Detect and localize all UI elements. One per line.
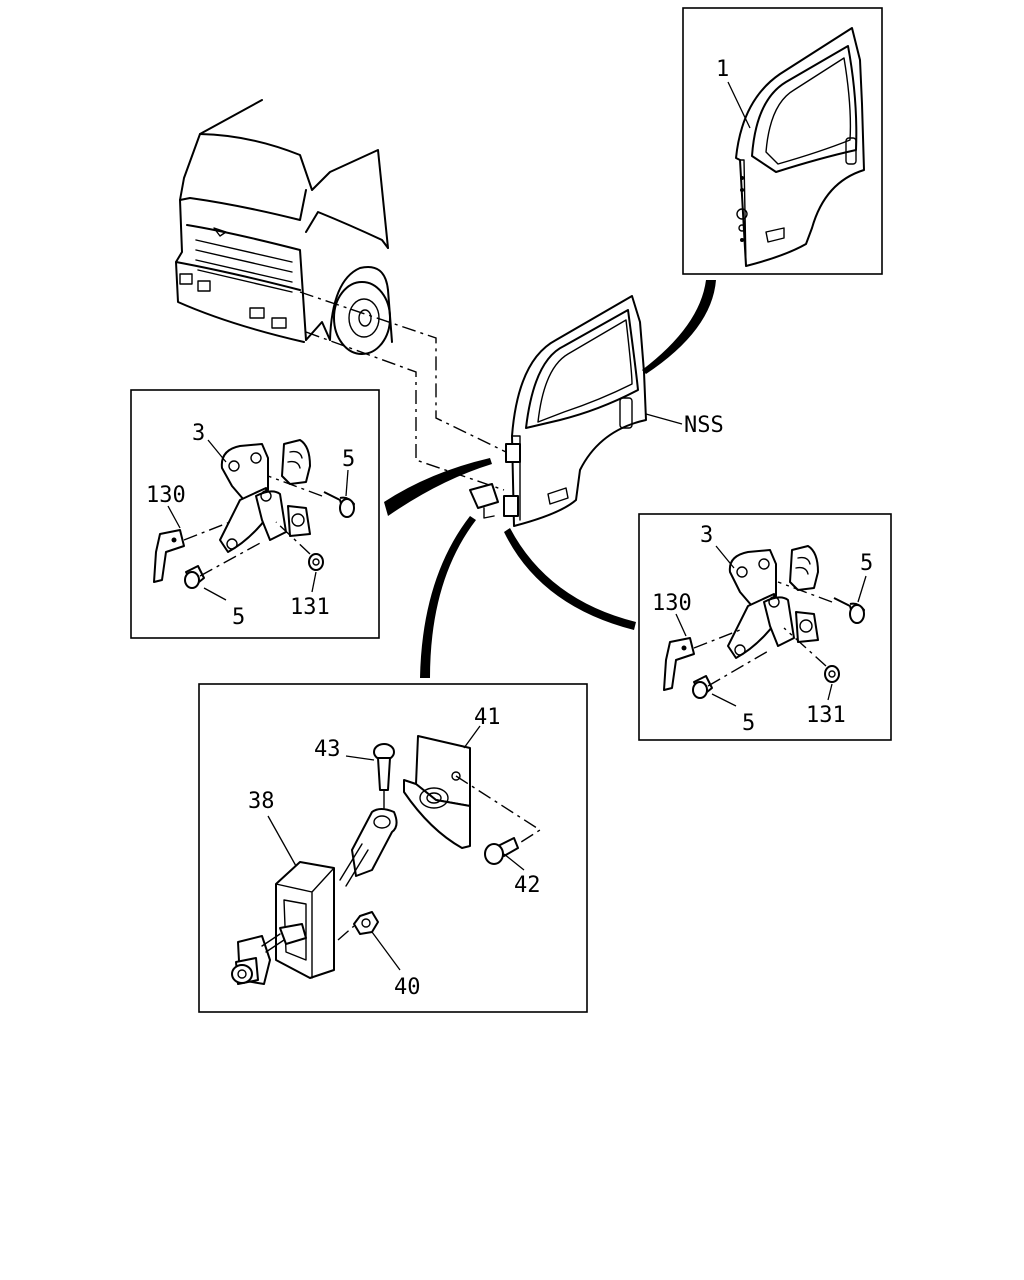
door-nss-illustration (469, 295, 647, 527)
leader-upper-bolt-5b (203, 587, 227, 601)
label-lower-bolt-5a: 5 (860, 551, 873, 576)
leader-checker-nut-40 (371, 931, 401, 971)
label-upper-bolt-5b: 5 (232, 605, 245, 630)
leader-lower-bolt-5a (857, 575, 867, 603)
leader-lower-washer-131 (827, 683, 833, 701)
leader-upper-hinge-3 (207, 439, 227, 463)
label-checker-bolt-42: 42 (514, 873, 541, 898)
label-lower-bolt-5b: 5 (742, 711, 755, 736)
label-upper-washer-131: 131 (290, 595, 330, 620)
label-upper-hinge-3: 3 (192, 421, 205, 446)
callout-swoosh-upper-hinge (384, 458, 492, 516)
label-lower-hinge-3: 3 (700, 523, 713, 548)
panel-door-assembly (682, 7, 883, 275)
leader-lower-bolt-5b (711, 693, 737, 707)
door-checker-illustration (231, 735, 542, 985)
leader-upper-plate-130 (167, 505, 181, 529)
label-lower-washer-131: 131 (806, 703, 846, 728)
truck-cab-illustration (175, 99, 393, 355)
label-lower-plate-130: 130 (652, 591, 692, 616)
upper-hinge-illustration (153, 439, 355, 589)
leader-door (727, 81, 751, 129)
leader-lower-hinge-3 (715, 545, 735, 569)
label-door: 1 (716, 57, 729, 82)
label-nss: NSS (684, 413, 724, 438)
label-upper-bolt-5a: 5 (342, 447, 355, 472)
label-checker-nut-40: 40 (394, 975, 421, 1000)
label-upper-plate-130: 130 (146, 483, 186, 508)
door-assembly-illustration (735, 27, 865, 267)
callout-swoosh-door (642, 280, 716, 374)
leader-checker-arm-38 (267, 815, 297, 867)
label-checker-pin-43: 43 (314, 737, 341, 762)
leader-lower-plate-130 (675, 613, 687, 637)
leader-cab-to-door-upper (299, 291, 507, 453)
label-checker-arm-38: 38 (248, 789, 275, 814)
label-checker-bracket-41: 41 (474, 705, 501, 730)
leader-upper-washer-131 (311, 571, 317, 593)
lower-hinge-illustration (663, 545, 865, 699)
leader-checker-bracket-41 (463, 725, 481, 749)
leader-nss (645, 413, 683, 425)
leader-upper-bolt-5a (345, 469, 349, 497)
callout-swoosh-lower-hinge (504, 528, 636, 630)
callout-swoosh-checker (420, 516, 476, 678)
leader-checker-bolt-42 (503, 853, 525, 871)
leader-checker-pin-43 (345, 755, 375, 761)
